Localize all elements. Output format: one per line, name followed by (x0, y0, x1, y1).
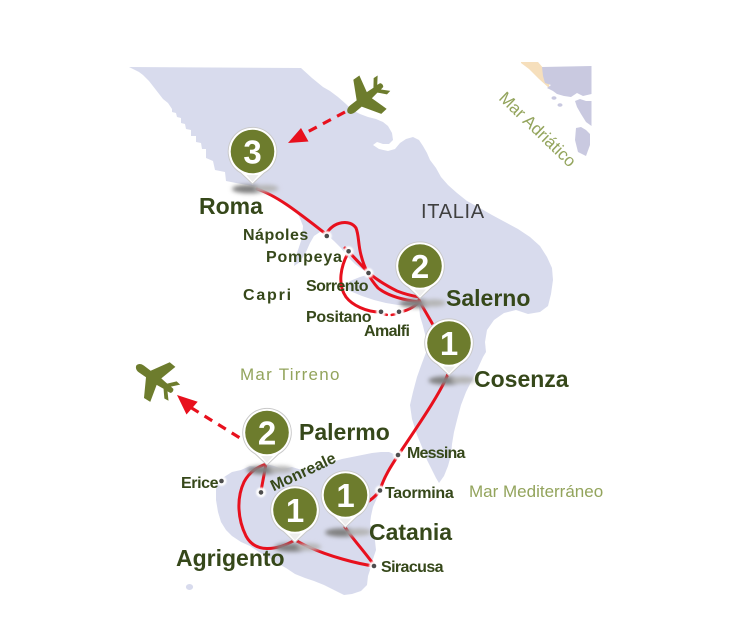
svg-text:2: 2 (411, 248, 429, 285)
svg-text:Agrigento: Agrigento (176, 545, 285, 571)
svg-text:Catania: Catania (369, 519, 452, 545)
svg-text:Positano: Positano (306, 309, 372, 326)
svg-text:Taormina: Taormina (385, 485, 454, 502)
svg-text:Erice: Erice (181, 475, 219, 492)
svg-text:Nápoles: Nápoles (243, 227, 309, 244)
svg-text:Sorrento: Sorrento (306, 278, 369, 295)
svg-text:Salerno: Salerno (446, 285, 530, 311)
svg-text:Amalfi: Amalfi (364, 323, 409, 340)
svg-text:ITALIA: ITALIA (421, 201, 485, 223)
svg-text:2: 2 (258, 415, 276, 452)
svg-text:Cosenza: Cosenza (474, 366, 569, 392)
svg-text:Messina: Messina (407, 445, 465, 462)
svg-text:1: 1 (286, 492, 304, 529)
svg-text:1: 1 (440, 325, 458, 362)
svg-text:3: 3 (243, 134, 261, 171)
svg-text:Siracusa: Siracusa (381, 559, 444, 576)
svg-text:Palermo: Palermo (299, 419, 390, 445)
svg-text:1: 1 (336, 477, 354, 514)
svg-text:Capri: Capri (243, 287, 293, 304)
svg-text:Roma: Roma (199, 193, 263, 219)
svg-text:Mar Mediterráneo: Mar Mediterráneo (469, 482, 603, 501)
svg-text:Mar Tirreno: Mar Tirreno (240, 365, 341, 384)
svg-text:Pompeya: Pompeya (266, 249, 343, 266)
